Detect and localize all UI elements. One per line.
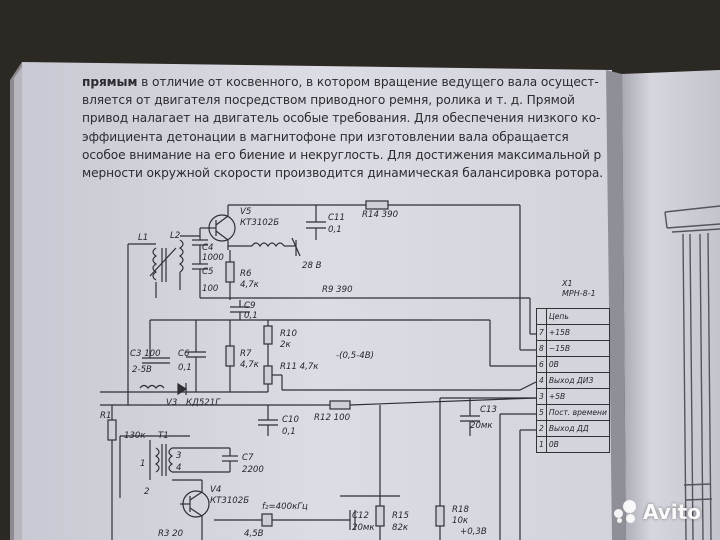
- r11-label: R11 4,7к: [280, 362, 319, 372]
- pin-number: 3: [536, 388, 547, 405]
- r9-label: R9 390: [322, 285, 353, 295]
- c12-label: С12: [352, 511, 369, 521]
- r6-label: R6: [240, 269, 252, 279]
- r14-label: R14 390: [362, 210, 399, 220]
- connector-header-row: Цепь: [536, 308, 610, 325]
- pin-signal: 0В: [545, 436, 610, 453]
- v5-label: V5: [240, 207, 251, 217]
- c3-range-label: 2-5В: [132, 365, 152, 375]
- text-line: эффициента детонации в магнитофоне при и…: [82, 129, 569, 144]
- c10-label: С10: [282, 415, 299, 425]
- r18-label: R18: [452, 505, 469, 515]
- text-line: прямым в отличие от косвенного, в которо…: [82, 75, 599, 89]
- bias-voltage-label: -(0,5-4В): [336, 351, 374, 361]
- pin-signal: Выход ДИЗ: [545, 372, 610, 389]
- v4-type-label: КТ3102Б: [210, 496, 249, 506]
- avito-watermark: Avito: [614, 500, 701, 524]
- r6-value: 4,7к: [240, 280, 260, 290]
- c3-label: С3 100: [130, 349, 161, 359]
- pin-number: 1: [536, 436, 547, 453]
- c4-label: С4: [202, 243, 213, 253]
- v3-label: V3: [166, 398, 177, 408]
- c4-value: 1000: [202, 253, 224, 263]
- c9-label: С9: [244, 301, 255, 311]
- supply-28v-label: 28 В: [302, 261, 322, 271]
- text-line: вляется от двигателя посредством приводн…: [82, 93, 575, 108]
- connector-row: 7+15В: [536, 324, 610, 341]
- voltage-03-label: +0,3В: [460, 527, 487, 537]
- schematic-labels: V5 КТ3102Б С11 0,1 R14 390 L1 L2 С4 1000…: [100, 207, 497, 539]
- c12-value: 20мк: [352, 523, 375, 533]
- avito-logo-icon: [614, 500, 638, 524]
- c11-value: 0,1: [328, 225, 342, 235]
- pin-signal: −15В: [545, 340, 610, 357]
- v3-type-label: КД521Г: [186, 398, 221, 408]
- r18-value: 10к: [452, 516, 469, 526]
- r10-label: R10: [280, 329, 297, 339]
- c6-value: 0,1: [178, 363, 192, 373]
- r10-value: 2к: [280, 340, 291, 350]
- pin-signal: 0В: [545, 356, 610, 373]
- r3-label: R3 20: [158, 529, 184, 539]
- r15-value: 82к: [392, 523, 409, 533]
- text-line: особое внимание на его биение и некругло…: [82, 147, 602, 162]
- pin-signal: Выход ДД: [545, 420, 610, 437]
- l2-label: L2: [170, 231, 180, 241]
- connector-ref: X1: [562, 279, 573, 288]
- t1-pin2: 2: [144, 487, 149, 497]
- c13-label: С13: [480, 405, 497, 415]
- pin-number: 7: [536, 324, 547, 341]
- t1-pin4: 4: [176, 463, 181, 473]
- t1-pin3: 3: [176, 451, 181, 461]
- pin-number: 4: [536, 372, 547, 389]
- connector-type: МРН-8-1: [562, 289, 596, 298]
- connector-title: X1 МРН-8-1: [562, 279, 596, 299]
- r7-value: 4,7к: [240, 360, 260, 370]
- r1-label: R1: [100, 411, 111, 421]
- c5-label: С5: [202, 267, 213, 277]
- connector-header: Цепь: [545, 308, 610, 325]
- r12-label: R12 100: [314, 413, 351, 423]
- c7-value: 2200: [242, 465, 264, 475]
- supply-45v-label: 4,5В: [244, 529, 264, 539]
- c11-label: С11: [328, 213, 345, 223]
- c9-value: 0,1: [244, 311, 258, 321]
- t1-pin1: 1: [140, 459, 145, 469]
- r1-value: 130к: [124, 431, 146, 441]
- pin-signal: +15В: [545, 324, 610, 341]
- pin-number: 2: [536, 420, 547, 437]
- text-line: привод налагает на двигатель особые треб…: [82, 111, 601, 126]
- v5-type-label: КТ3102Б: [240, 218, 279, 228]
- pin-signal: Пост. времени: [545, 404, 610, 421]
- l1-label: L1: [138, 233, 148, 243]
- t1-label: Т1: [158, 431, 169, 441]
- pin-signal: +5В: [545, 388, 610, 405]
- r7-label: R7: [240, 349, 252, 359]
- schematic-wires: [100, 200, 537, 540]
- body-text: прямым в отличие от косвенного, в которо…: [82, 73, 602, 182]
- pin-number: 5: [536, 404, 547, 421]
- text-line: мерности окружной скорости производится …: [82, 166, 602, 181]
- frequency-label: f₂=400кГц: [262, 502, 308, 512]
- pin-number: 6: [536, 356, 547, 373]
- c10-value: 0,1: [282, 427, 296, 437]
- connector-row: 8−15В: [536, 340, 610, 357]
- avito-brand: Avito: [643, 500, 701, 524]
- pin-number: 8: [536, 340, 547, 357]
- v4-label: V4: [210, 485, 221, 495]
- c6-label: С6: [178, 349, 190, 359]
- c5-value: 100: [202, 284, 219, 294]
- c7-label: С7: [242, 453, 254, 463]
- connector-row: 3+5В: [536, 388, 610, 405]
- r15-label: R15: [392, 511, 409, 521]
- c13-value: 20мк: [470, 421, 493, 431]
